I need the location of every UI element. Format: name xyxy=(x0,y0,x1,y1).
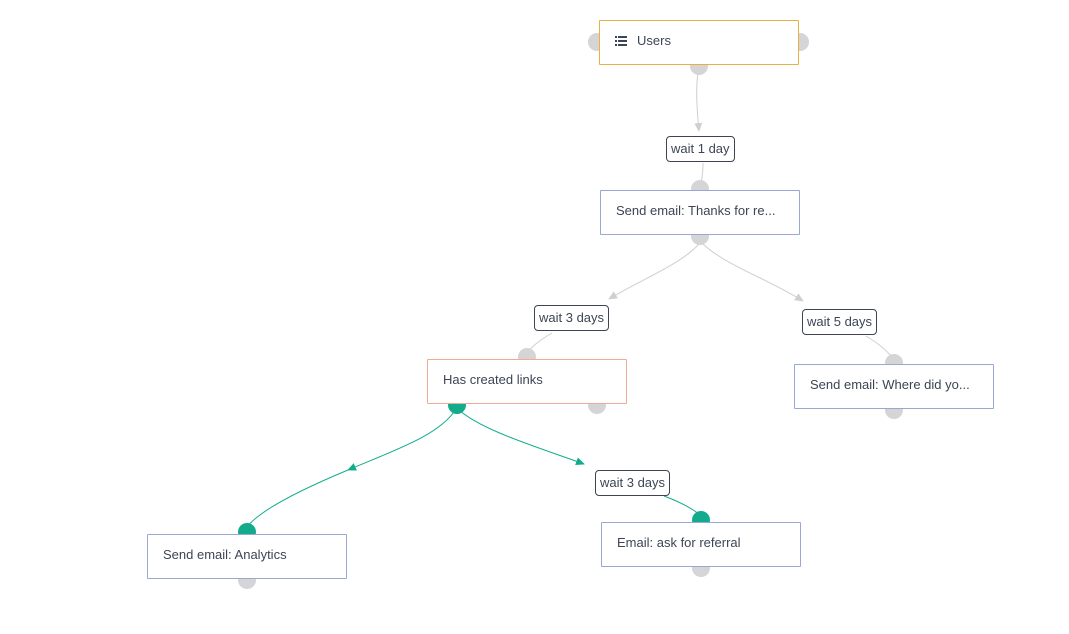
node-send-email-thanks[interactable]: Send email: Thanks for re... xyxy=(600,190,800,235)
node-email-ask-referral-label: Email: ask for referral xyxy=(617,535,741,550)
edge-links-to-analytics-tail xyxy=(246,469,349,528)
node-users-label: Users xyxy=(637,33,671,48)
wait-3-days-left-label: wait 3 days xyxy=(539,310,605,325)
wait-1-day[interactable]: wait 1 day xyxy=(666,136,735,162)
node-send-email-analytics[interactable]: Send email: Analytics xyxy=(147,534,347,579)
wait-3-days-right[interactable]: wait 3 days xyxy=(595,470,671,496)
node-has-created-links[interactable]: Has created links xyxy=(427,359,627,404)
node-send-email-analytics-label: Send email: Analytics xyxy=(163,547,287,562)
edge-thanks-to-wait5 xyxy=(702,243,804,302)
node-send-email-where[interactable]: Send email: Where did yo... xyxy=(794,364,994,409)
node-send-email-thanks-label: Send email: Thanks for re... xyxy=(616,203,776,218)
list-icon xyxy=(615,34,627,46)
edge-thanks-to-wait3 xyxy=(608,243,700,300)
node-send-email-where-label: Send email: Where did yo... xyxy=(810,377,970,392)
wait-1-day-label: wait 1 day xyxy=(671,141,730,156)
edge-links-to-wait3b xyxy=(457,408,585,466)
edge-wait3b-to-referral xyxy=(663,495,701,516)
edge-links-to-analytics xyxy=(347,408,457,471)
wait-3-days-right-label: wait 3 days xyxy=(600,475,666,490)
node-users[interactable]: Users xyxy=(599,20,799,65)
edge-wait5-to-where xyxy=(865,335,893,358)
node-email-ask-referral[interactable]: Email: ask for referral xyxy=(601,522,801,567)
wait-3-days-left[interactable]: wait 3 days xyxy=(534,305,610,331)
node-has-created-links-label: Has created links xyxy=(443,372,543,387)
wait-5-days-label: wait 5 days xyxy=(807,314,873,329)
wait-5-days[interactable]: wait 5 days xyxy=(802,309,878,335)
edge-users-to-wait1 xyxy=(694,66,703,132)
